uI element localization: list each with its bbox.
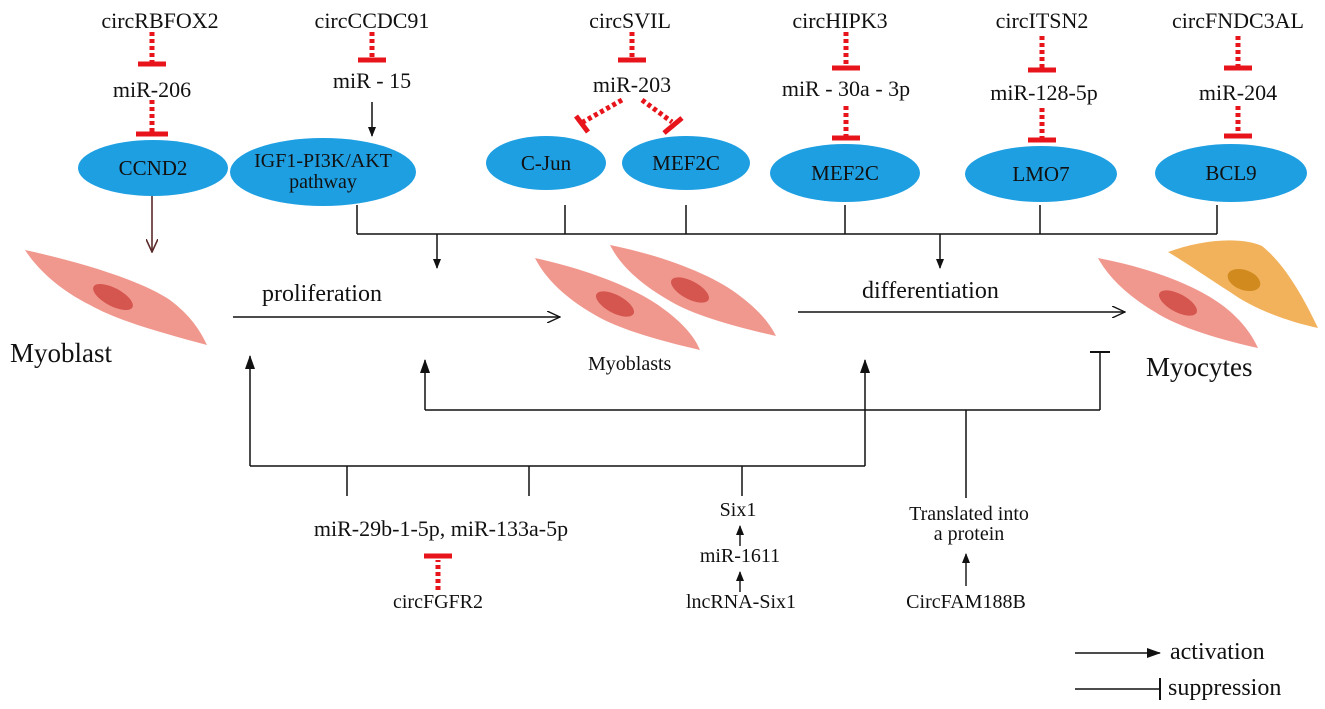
mir15-label: miR - 15 [332, 68, 412, 93]
myoblast-cell-pair [535, 245, 776, 350]
circfgfr2-label: circFGFR2 [393, 591, 483, 613]
c-jun-label: C-Jun [520, 150, 572, 175]
circccdc91-label: circCCDC91 [314, 8, 430, 33]
pathway-label: pathway [289, 171, 357, 193]
legend-suppression-label: suppression [1168, 675, 1282, 701]
myocytes-label: Myocytes [1146, 352, 1253, 382]
mef2c-node-hipk3: MEF2C [770, 144, 920, 202]
mir206-label: miR-206 [112, 77, 192, 102]
bcl9-label: BCL9 [1205, 160, 1257, 185]
circrbfox2-label: circRBFOX2 [101, 8, 219, 33]
bcl9-node: BCL9 [1155, 144, 1307, 202]
circhipk3-label: circHIPK3 [792, 8, 888, 33]
translated-line2-label: a protein [933, 523, 1005, 545]
inhibition-connectors [136, 32, 1252, 590]
mef2c-label: MEF2C [652, 150, 720, 175]
six1-label: Six1 [719, 499, 757, 521]
lmo7-label: LMO7 [1012, 161, 1070, 186]
igf1-pi3k-akt-node: IGF1-PI3K/AKT pathway [230, 138, 416, 206]
mir1611-label: miR-1611 [699, 545, 781, 567]
circfam188b-label: CircFAM188B [906, 591, 1026, 613]
mir128-5p-label: miR-128-5p [990, 80, 1098, 105]
lncrna-six1-label: lncRNA-Six1 [686, 591, 796, 613]
translated-line1-label: Translated into [909, 503, 1029, 525]
myoblasts-label: Myoblasts [588, 353, 672, 375]
mir29b-mir133a-label: miR-29b-1-5p, miR-133a-5p [313, 516, 569, 541]
mir203-label: miR-203 [592, 72, 672, 97]
c-jun-node: C-Jun [486, 136, 606, 190]
mir30a-3p-label: miR - 30a - 3p [781, 76, 911, 101]
differentiation-label: differentiation [862, 278, 999, 304]
circitsn2-label: circITSN2 [995, 8, 1089, 33]
myoblast-cell [25, 250, 207, 345]
mef2c-node-svil: MEF2C [622, 136, 750, 190]
igf1-pi3k-akt-label: IGF1-PI3K/AKT [254, 150, 392, 172]
legend-activation-label: activation [1170, 639, 1265, 665]
circfndc3al-label: circFNDC3AL [1172, 8, 1304, 33]
circsvil-label: circSVIL [589, 8, 671, 33]
proliferation-label: proliferation [262, 281, 382, 307]
myocyte-cell-pair [1098, 240, 1318, 348]
myoblast-label: Myoblast [10, 338, 113, 368]
ccnd2-node: CCND2 [78, 140, 228, 196]
lmo7-node: LMO7 [965, 146, 1117, 202]
mir204-label: miR-204 [1198, 80, 1278, 105]
activation-connectors [152, 102, 1218, 700]
mef2c-label: MEF2C [811, 160, 879, 185]
ccnd2-label: CCND2 [118, 155, 188, 180]
